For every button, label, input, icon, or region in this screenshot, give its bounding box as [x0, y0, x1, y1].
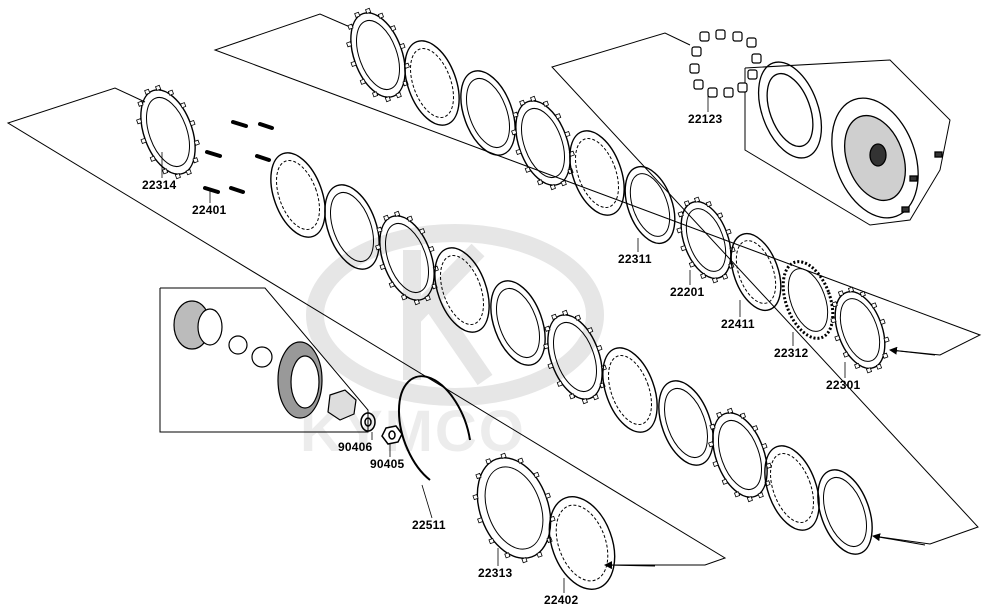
clutch-plate-icon: [569, 130, 625, 216]
clutch-plate-icon: [324, 184, 380, 270]
label-90406: 90406: [338, 440, 373, 454]
friction-disc-icon: [676, 196, 736, 284]
clutch-housing-icon: [757, 61, 943, 219]
lower-group-frame: [6, 87, 727, 566]
clutch-plate-icon: [624, 165, 676, 245]
clutch-springs-icon: [203, 120, 274, 194]
label-22312: 22312: [774, 346, 809, 360]
label-22314: 22314: [142, 178, 177, 192]
group-frames: [6, 13, 982, 566]
roller-set-icon: [689, 29, 762, 98]
friction-disc-icon: [346, 7, 410, 103]
nut-icon: [381, 425, 403, 445]
clutch-plate-icon: [658, 380, 714, 466]
friction-disc-icon: [472, 452, 556, 564]
clutch-plate-icon: [764, 445, 820, 531]
label-22401: 22401: [192, 203, 227, 217]
clutch-plate-icon: [548, 496, 616, 590]
clutch-plate-icon: [817, 469, 873, 555]
label-22402: 22402: [544, 593, 579, 607]
label-22301: 22301: [826, 378, 861, 392]
label-22313: 22313: [478, 566, 513, 580]
label-22511: 22511: [412, 518, 446, 532]
middle-group-frame: [551, 32, 979, 545]
label-22123: 22123: [688, 112, 723, 126]
clutch-plate-icon: [730, 232, 782, 312]
friction-disc-icon: [543, 309, 607, 405]
label-22411: 22411: [721, 317, 755, 331]
clutch-discs: [136, 7, 890, 590]
wave-spring-icon: [781, 260, 835, 340]
gear-group-frame: [159, 287, 369, 433]
clutch-plate-icon: [490, 280, 546, 366]
clutch-plate-icon: [434, 247, 490, 333]
primary-gear-icon: [173, 300, 357, 421]
friction-disc-icon: [375, 210, 439, 306]
clutch-plate-icon: [270, 152, 326, 238]
clutch-plate-icon: [404, 40, 460, 126]
friction-disc-icon: [708, 407, 772, 503]
washer-icon: [360, 412, 376, 432]
housing-group-frame: [744, 59, 951, 226]
label-22311: 22311: [618, 252, 652, 266]
clutch-plate-icon: [460, 70, 516, 156]
clutch-plate-icon: [602, 347, 658, 433]
leader-lines: [161, 93, 846, 593]
friction-disc-icon: [830, 286, 890, 374]
assembly-arrows: [604, 346, 936, 570]
friction-disc-icon: [511, 95, 575, 191]
friction-disc-icon: [136, 84, 200, 180]
label-22201: 22201: [670, 285, 705, 299]
kymco-logo-watermark: [306, 224, 604, 406]
label-90405: 90405: [370, 457, 405, 471]
snap-ring-icon: [397, 375, 471, 481]
